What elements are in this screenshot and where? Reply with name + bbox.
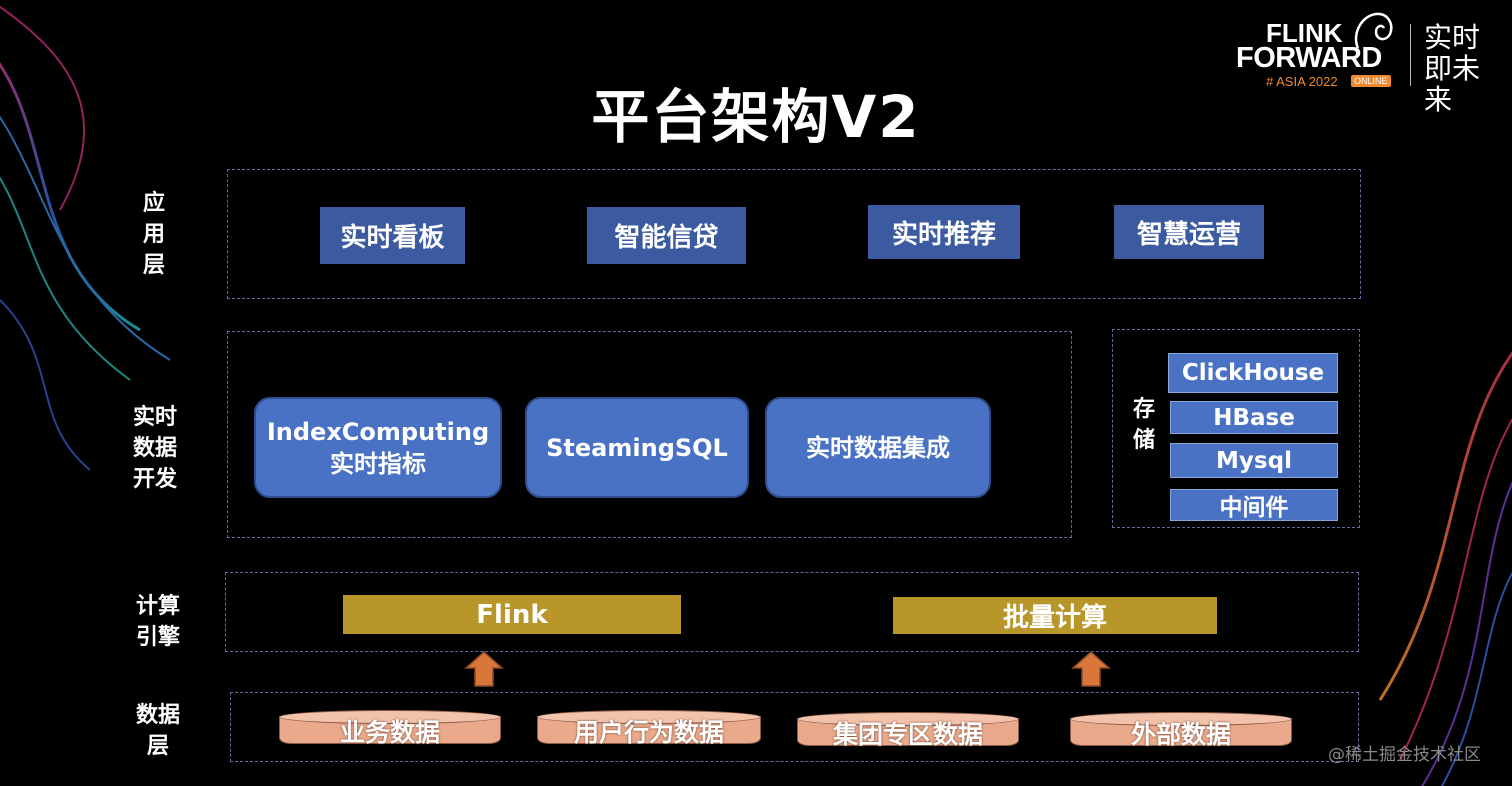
app-item-operations: 智慧运营 [1114, 205, 1264, 259]
layer-label-data: 数据层 [135, 703, 180, 759]
realtime-item-steamingsql: SteamingSQL [525, 397, 749, 498]
data-layer-box [230, 692, 1359, 762]
realtime-item-steamingsql-label: SteamingSQL [546, 433, 728, 462]
logo-online-badge: ONLINE [1351, 75, 1391, 87]
data-item-business-label: 业务数据 [339, 718, 440, 747]
realtime-item-indexcomputing-line1: IndexComputing [266, 417, 490, 446]
app-item-recommend: 实时推荐 [868, 205, 1020, 259]
logo-asia: # ASIA 2022 [1266, 74, 1338, 89]
engine-layer-box [225, 572, 1359, 652]
realtime-item-indexcomputing: IndexComputing 实时指标 [254, 397, 502, 498]
app-item-dashboard: 实时看板 [320, 207, 465, 264]
data-item-user-behavior: 用户行为数据 [537, 710, 761, 747]
engine-item-batch: 批量计算 [893, 597, 1217, 634]
layer-label-app: 应用层 [142, 191, 165, 278]
data-item-business: 业务数据 [279, 710, 501, 747]
storage-item-middleware: 中间件 [1170, 489, 1338, 521]
logo-divider [1410, 24, 1411, 86]
app-layer-box [227, 169, 1361, 299]
page-title: 平台架构V2 [591, 83, 921, 151]
realtime-item-integration: 实时数据集成 [765, 397, 991, 498]
engine-item-flink: Flink [343, 595, 681, 634]
storage-item-clickhouse: ClickHouse [1168, 353, 1338, 393]
logo-flink: FLINK [1266, 18, 1343, 48]
arrow-up-icon [464, 651, 504, 687]
realtime-item-indexcomputing-line2: 实时指标 [330, 449, 426, 478]
storage-item-mysql: Mysql [1170, 443, 1338, 478]
app-item-credit: 智能信贷 [587, 207, 746, 264]
storage-item-hbase: HBase [1170, 401, 1338, 434]
data-item-external-label: 外部数据 [1130, 720, 1231, 749]
squirrel-logo-icon [1354, 12, 1393, 49]
watermark: @稀土掘金技术社区 [1328, 745, 1481, 765]
layer-label-realtime: 实时数据开发 [132, 405, 177, 492]
realtime-layer-box [227, 331, 1072, 538]
arrow-up-icon [1071, 651, 1111, 687]
storage-box [1112, 329, 1360, 528]
layer-label-engine: 计算引擎 [135, 594, 180, 650]
realtime-item-integration-label: 实时数据集成 [806, 433, 950, 462]
logo-slogan: 实时即未来 [1424, 21, 1481, 116]
logo-forward: FORWARD [1236, 42, 1382, 74]
data-item-group: 集团专区数据 [797, 712, 1019, 749]
layer-label-storage: 存储 [1132, 397, 1155, 453]
data-item-user-behavior-label: 用户行为数据 [573, 718, 724, 747]
data-item-external: 外部数据 [1070, 712, 1292, 749]
data-item-group-label: 集团专区数据 [832, 720, 983, 749]
